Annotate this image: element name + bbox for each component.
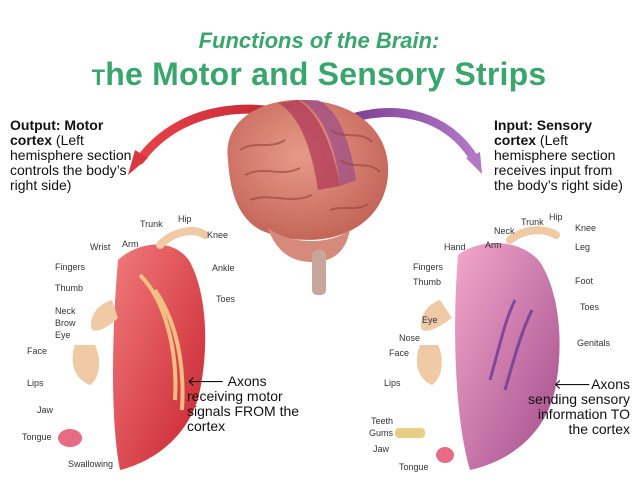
title-rest: he Motor and Sensory Strips xyxy=(105,56,547,92)
sensory-label: Fingers xyxy=(413,262,444,272)
motor-body-labels: Trunk Hip Knee Ankle Toes Wrist Arm Fing… xyxy=(22,214,236,469)
motor-label: Hip xyxy=(178,214,192,224)
sensory-label: Hand xyxy=(444,242,466,252)
sensory-label: Knee xyxy=(575,223,596,233)
motor-label: Neck xyxy=(55,306,76,316)
sensory-label: Genitals xyxy=(577,338,611,348)
sensory-strip-illustration xyxy=(395,226,560,470)
motor-note-body: (Left hemisphere section controls the bo… xyxy=(10,132,132,193)
sensory-label: Neck xyxy=(494,226,515,236)
sensory-label: Toes xyxy=(580,302,600,312)
motor-label: Arm xyxy=(122,239,139,249)
sensory-note-heading: Input: Sensory cortex xyxy=(494,117,593,148)
motor-note-heading: Output: Motor cortex xyxy=(10,117,104,148)
motor-label: Wrist xyxy=(90,242,111,252)
sensory-label: Lips xyxy=(384,378,401,388)
sensory-label: Foot xyxy=(575,276,594,286)
page-title: The Motor and Sensory Strips xyxy=(0,56,638,93)
sensory-label: Trunk xyxy=(521,217,544,227)
sensory-cortex-note: Input: Sensory cortex (Left hemisphere s… xyxy=(494,118,634,193)
sensory-label: Leg xyxy=(575,242,590,252)
sensory-arrow-head xyxy=(466,152,482,174)
sensory-note-body: (Left hemisphere section receives input … xyxy=(494,132,623,193)
motor-label: Toes xyxy=(216,294,236,304)
motor-label: Ankle xyxy=(212,263,235,273)
sensory-axons-note: 🡐Axons sending sensory information TO th… xyxy=(528,376,630,437)
title-first-letter: T xyxy=(91,65,106,90)
motor-label: Swallowing xyxy=(68,459,113,469)
sensory-input-arrow xyxy=(335,108,480,165)
sensory-label: Nose xyxy=(399,333,420,343)
sensory-label: Hip xyxy=(549,212,563,222)
sensory-label: Arm xyxy=(485,240,502,250)
motor-label: Jaw xyxy=(37,405,54,415)
sensory-label: Tongue xyxy=(399,462,429,472)
motor-label: Knee xyxy=(207,230,228,240)
motor-arrow-head xyxy=(128,150,148,175)
sensory-label: Eye xyxy=(422,315,438,325)
motor-label: Brow xyxy=(55,318,76,328)
motor-cortex-note: Output: Motor cortex (Left hemisphere se… xyxy=(10,118,135,193)
sensory-body-labels: Trunk Hip Knee Leg Foot Toes Genitals Ne… xyxy=(369,212,611,472)
motor-label: Tongue xyxy=(22,432,52,442)
sensory-label: Gums xyxy=(369,428,394,438)
sensory-label: Face xyxy=(389,348,409,358)
motor-label: Thumb xyxy=(55,283,83,293)
motor-label: Fingers xyxy=(55,262,86,272)
sensory-label: Thumb xyxy=(413,277,441,287)
motor-label: Eye xyxy=(55,330,71,340)
motor-label: Lips xyxy=(27,378,44,388)
subtitle: Functions of the Brain: xyxy=(198,28,440,53)
motor-strip-illustration xyxy=(58,227,209,470)
brain-illustration xyxy=(227,99,389,295)
motor-axons-note: 🡐 Axons receiving motor signals FROM the… xyxy=(187,373,300,434)
sensory-label: Teeth xyxy=(371,416,393,426)
sensory-label: Jaw xyxy=(373,444,390,454)
motor-label: Trunk xyxy=(140,219,163,229)
motor-label: Face xyxy=(27,346,47,356)
